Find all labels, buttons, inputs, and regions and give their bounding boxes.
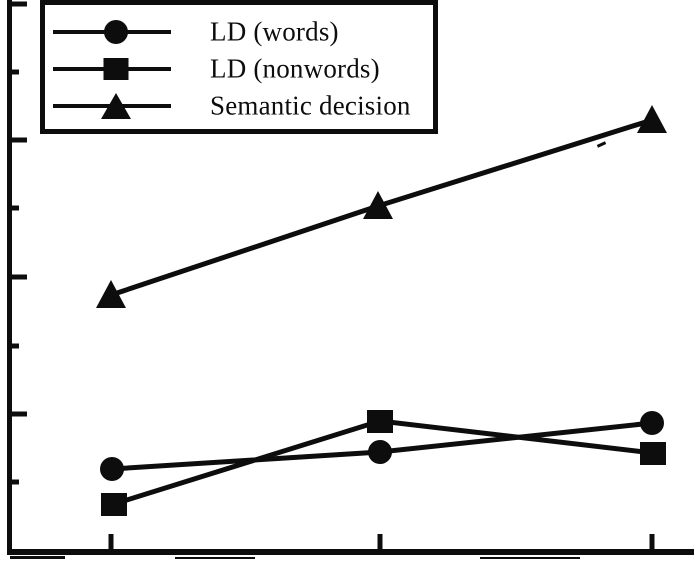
chart-legend: LD (words) LD (nonwords) Semantic decisi… xyxy=(40,0,438,134)
legend-entry-ld-nonwords: LD (nonwords) xyxy=(45,51,433,87)
y-axis-tick xyxy=(11,479,19,485)
x-axis-tick xyxy=(377,534,383,552)
data-point-circle xyxy=(100,457,124,481)
scan-noise-speck xyxy=(175,557,255,559)
data-point-square xyxy=(101,493,127,516)
scan-noise-speck xyxy=(10,556,65,559)
data-point-square xyxy=(640,442,666,465)
y-axis-tick xyxy=(11,274,27,280)
legend-label-ld-words: LD (words) xyxy=(210,16,339,47)
x-axis-tick xyxy=(649,534,655,552)
data-point-circle xyxy=(640,411,664,435)
legend-entry-semantic-decision: Semantic decision xyxy=(45,88,433,124)
legend-label-semantic-decision: Semantic decision xyxy=(210,90,411,121)
data-point-triangle xyxy=(363,191,393,219)
x-axis xyxy=(7,549,694,555)
square-marker-icon xyxy=(103,58,129,80)
y-axis-tick xyxy=(11,411,27,417)
y-axis-tick xyxy=(11,205,19,211)
y-axis-tick xyxy=(11,137,27,143)
y-axis xyxy=(7,0,12,555)
data-point-square xyxy=(367,410,393,433)
legend-label-ld-nonwords: LD (nonwords) xyxy=(210,53,380,84)
y-axis-tick xyxy=(11,69,19,75)
data-point-triangle xyxy=(96,280,126,308)
x-axis-tick xyxy=(108,534,114,552)
scan-noise-speck xyxy=(480,557,580,559)
data-point-triangle xyxy=(637,105,667,133)
circle-marker-icon xyxy=(104,20,128,44)
data-point-circle xyxy=(368,440,392,464)
legend-entry-ld-words: LD (words) xyxy=(45,14,433,50)
y-axis-tick xyxy=(11,343,19,349)
y-axis-tick xyxy=(11,1,27,7)
